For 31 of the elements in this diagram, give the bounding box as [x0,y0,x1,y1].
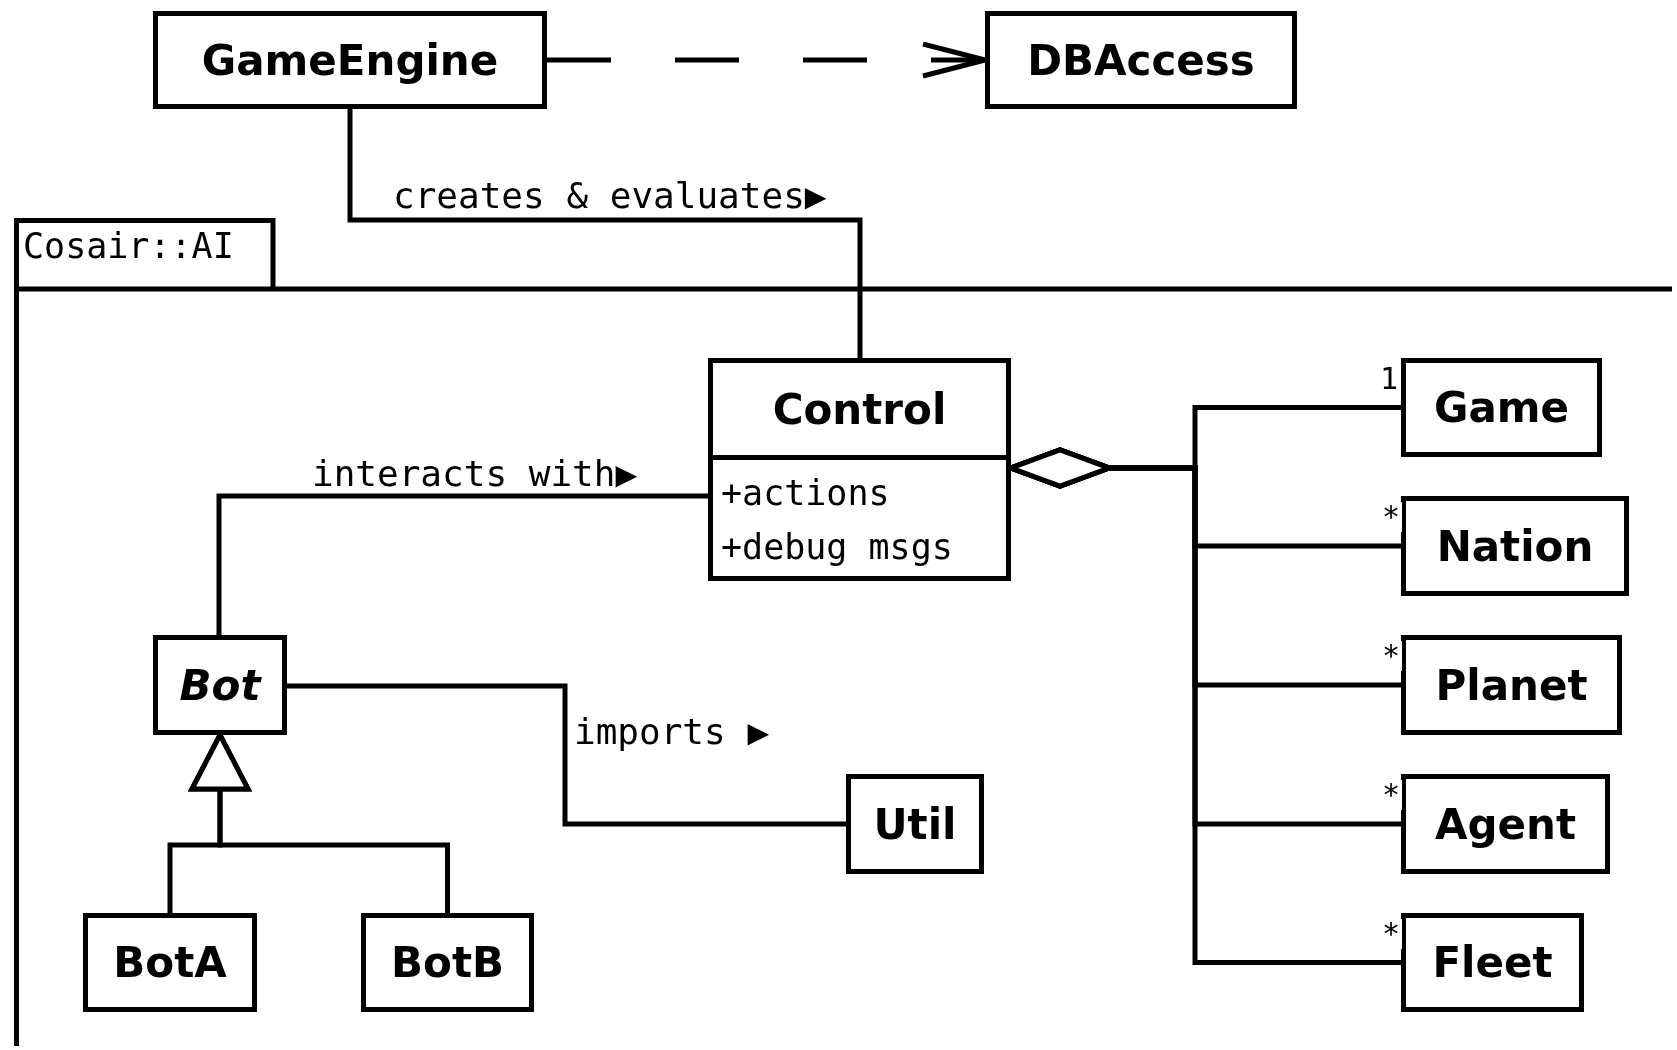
class-name: DBAccess [1027,35,1255,85]
association-line [216,493,708,635]
class-box [1401,774,1610,874]
class-name: BotB [391,938,504,987]
class-box [153,635,287,735]
class-box [153,11,547,109]
class-name: Planet [1435,660,1588,710]
class-name: Fleet [1432,938,1553,987]
association-line [287,683,846,827]
class-name: Bot [179,660,261,710]
class-box [1401,358,1602,457]
class-box [1401,496,1629,596]
class-name: Control [772,384,947,434]
class-attribute: +actions [721,472,891,515]
package-frame [14,218,1672,1046]
class-name: GameEngine [201,35,499,85]
class-box [83,913,257,1012]
class-box [1401,635,1622,735]
association-line [347,109,863,358]
class-box [708,358,1011,581]
class-box [361,913,534,1012]
class-name: Nation [1436,521,1594,571]
class-name: Util [873,799,957,849]
class-name: Game [1433,383,1570,432]
class-box [1401,913,1584,1012]
class-attribute: +debug msgs [721,526,954,569]
class-box [846,774,984,874]
class-name: Agent [1434,799,1576,849]
class-box [985,11,1297,109]
class-name: BotA [113,938,227,987]
package-name: Cosair::AI [23,226,234,266]
